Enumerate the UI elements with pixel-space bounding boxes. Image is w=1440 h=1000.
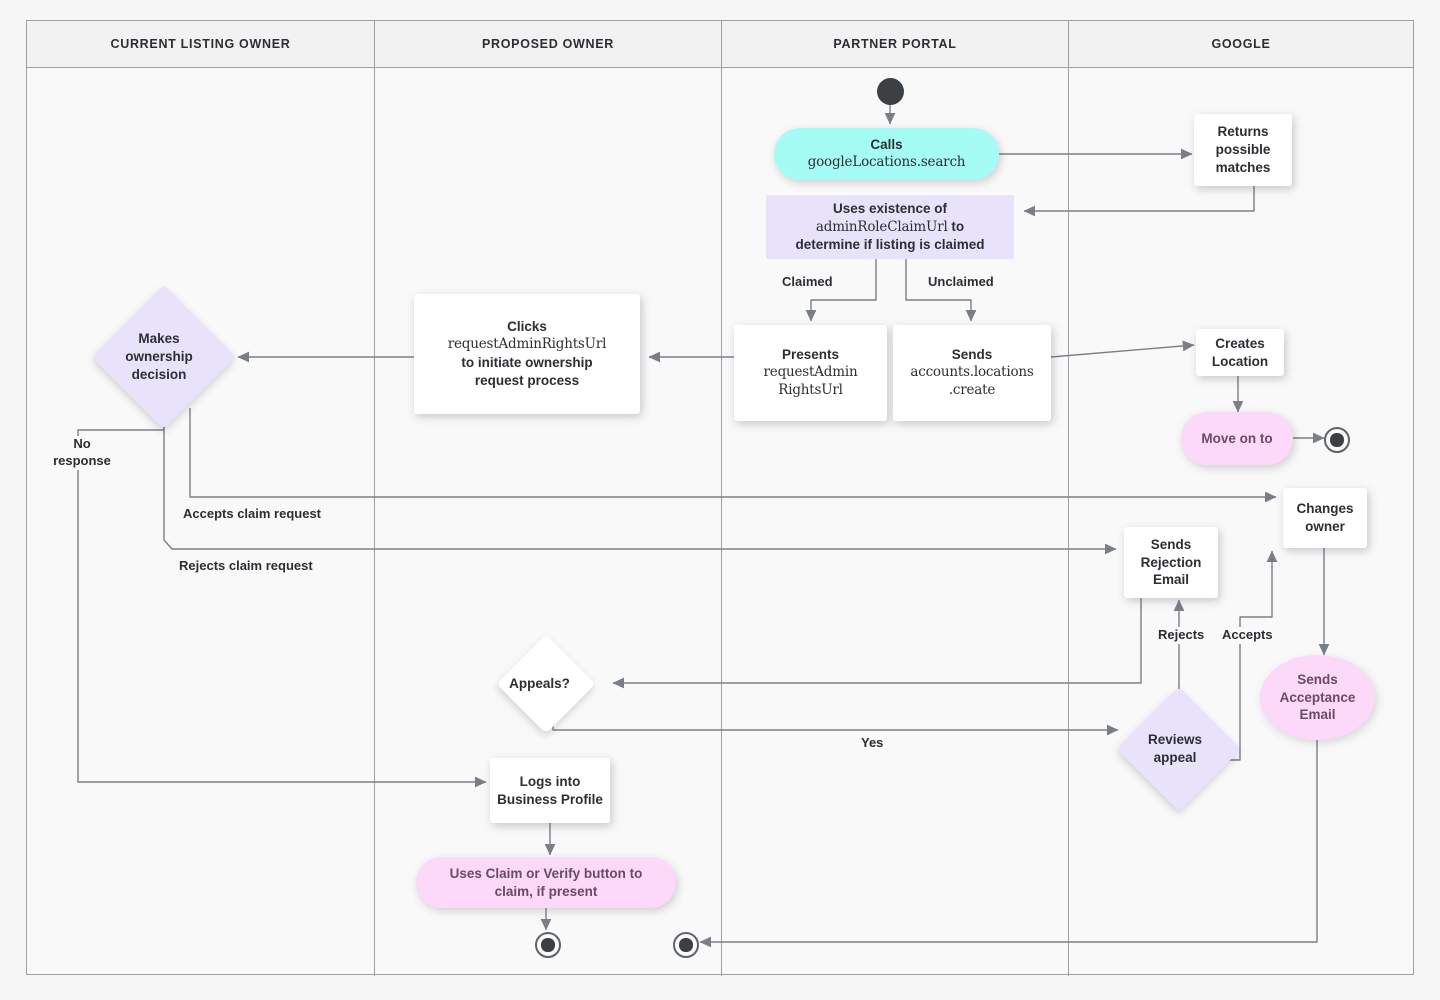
node-line-1: Sends: [951, 347, 993, 363]
node-appeals[interactable]: Appeals?: [496, 634, 596, 734]
node-label: Sends Rejection Email: [1140, 536, 1202, 588]
node-uses-claim-or-verify-button[interactable]: Uses Claim or Verify button to claim, if…: [416, 857, 676, 908]
node-line-1: Clicks: [507, 319, 547, 335]
node-line-3: RightsUrl: [778, 381, 843, 398]
node-move-on-to[interactable]: Move on to: [1181, 412, 1293, 465]
node-line-1: Presents: [781, 347, 840, 363]
lane-header-proposed-owner: PROPOSED OWNER: [375, 21, 721, 67]
node-returns-possible-matches[interactable]: Returns possible matches: [1194, 114, 1292, 186]
lane-label: GOOGLE: [1211, 37, 1271, 51]
node-line-4: request process: [474, 372, 580, 388]
node-line-2-tail: to: [947, 218, 965, 234]
node-clicks-requestadminrightsurl[interactable]: Clicks requestAdminRightsUrl to initiate…: [414, 294, 640, 414]
edge-label-unclaimed: Unclaimed: [925, 274, 997, 291]
node-label: Appeals?: [509, 676, 570, 692]
node-sends-acceptance-email[interactable]: Sends Acceptance Email: [1260, 655, 1375, 740]
lane-header-google: GOOGLE: [1069, 21, 1413, 67]
lane-header-current-listing-owner: CURRENT LISTING OWNER: [27, 21, 374, 67]
lane-header-partner-portal: PARTNER PORTAL: [722, 21, 1068, 67]
lane-divider-1: [374, 21, 375, 976]
node-reviews-appeal[interactable]: Reviews appeal: [1116, 686, 1242, 812]
node-code-token: adminRoleClaimUrl: [815, 218, 948, 235]
node-line-3: to initiate ownership: [461, 355, 593, 370]
node-uses-existence-of-adminroleclaimurl[interactable]: Uses existence of adminRoleClaimUrl to d…: [766, 195, 1014, 259]
lane-label: CURRENT LISTING OWNER: [110, 37, 291, 51]
node-label: Changes owner: [1296, 501, 1354, 534]
node-line-1: Uses existence of: [832, 200, 948, 216]
edge-label-rejects: Rejects: [1155, 627, 1208, 644]
node-changes-owner[interactable]: Changes owner: [1283, 488, 1367, 548]
node-label: Returns possible matches: [1215, 124, 1271, 175]
node-presents-requestadminrightsurl[interactable]: Presents requestAdmin RightsUrl: [734, 325, 887, 421]
lane-divider-3: [1068, 21, 1069, 976]
node-label: Uses Claim or Verify button to claim, if…: [449, 865, 643, 899]
edge-label-claimed: Claimed: [779, 274, 836, 291]
edge-label-accepts-claim-request: Accepts claim request: [180, 506, 325, 523]
node-creates-location[interactable]: Creates Location: [1196, 329, 1284, 376]
node-line-2: adminRoleClaimUrl to: [816, 218, 964, 237]
node-line-2: googleLocations.search: [807, 154, 966, 170]
node-label: Reviews appeal: [1147, 732, 1203, 765]
edge-label-yes: Yes: [858, 735, 887, 752]
node-makes-ownership-decision[interactable]: Makes ownership decision: [91, 284, 237, 430]
lane-label: PROPOSED OWNER: [481, 37, 615, 51]
node-sends-accounts-locations-create[interactable]: Sends accounts.locations .create: [893, 325, 1051, 421]
node-label: Move on to: [1201, 430, 1273, 446]
edge-label-accepts: Accepts: [1219, 627, 1276, 644]
node-label: Logs into Business Profile: [497, 773, 603, 807]
node-line-2: requestAdminRightsUrl: [447, 336, 607, 353]
node-line-3: .create: [948, 381, 996, 398]
node-calls-googlelocations-search[interactable]: Calls googleLocations.search: [774, 128, 999, 180]
end-node-proposed-owner: [535, 932, 561, 958]
node-line-2: accounts.locations: [910, 364, 1034, 381]
lane-label: PARTNER PORTAL: [833, 37, 957, 51]
end-node-google: [1324, 427, 1350, 453]
start-node: [877, 78, 904, 105]
lane-divider-2: [721, 21, 722, 976]
node-line-3: determine if listing is claimed: [795, 237, 985, 253]
header-divider: [27, 67, 1413, 68]
edge-label-rejects-claim-request: Rejects claim request: [176, 558, 316, 575]
node-sends-rejection-email[interactable]: Sends Rejection Email: [1124, 527, 1218, 598]
end-node-partner-portal: [673, 932, 699, 958]
node-label: Creates Location: [1211, 335, 1269, 369]
edge-label-no-response: No response: [40, 436, 124, 470]
node-label: Makes ownership decision: [125, 331, 193, 382]
node-label: Sends Acceptance Email: [1279, 671, 1356, 723]
node-logs-into-business-profile[interactable]: Logs into Business Profile: [490, 758, 610, 823]
node-line-1: Calls: [870, 137, 903, 153]
node-line-2: requestAdmin: [763, 364, 858, 381]
